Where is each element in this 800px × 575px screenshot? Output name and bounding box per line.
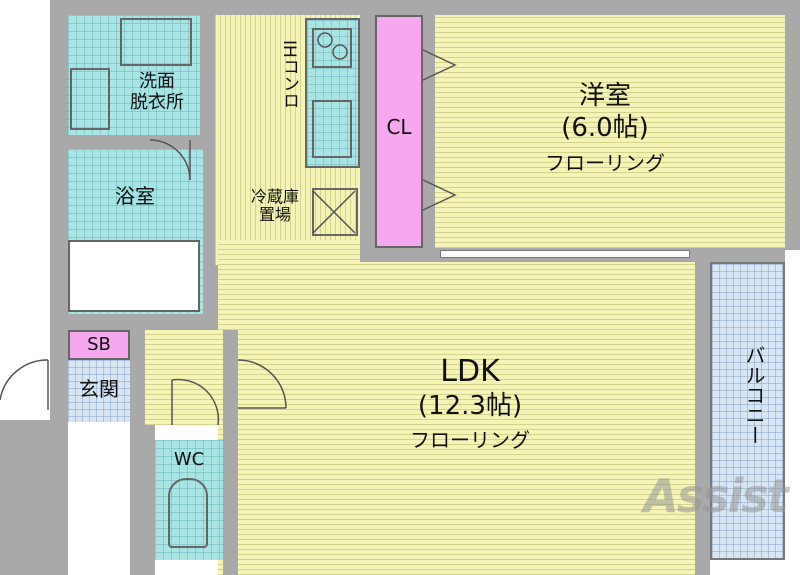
wall-wash-kitchen [200,15,215,135]
fridge-label: 冷蔵庫 置場 [240,187,310,225]
bathroom-label: 浴室 [115,184,155,208]
outer-wall-right [785,0,800,250]
entrance-label: 玄関 [79,377,119,401]
kitchen-counter [305,18,360,168]
bathtub [68,240,200,312]
toilet [155,440,223,560]
washroom-label: 洗面 脱衣所 [112,71,202,113]
fridge-label-line2: 置場 [258,205,291,225]
balcony-label: バルコニー [742,345,766,445]
balcony [710,262,785,560]
ldk-floor: フローリング [410,428,530,453]
assist-logo-text: Assist [643,469,788,523]
ldk-label: LDK (12.3帖) フローリング [350,354,590,453]
western-room-name: 洋室 [578,81,631,111]
ldk [218,262,695,575]
wall-bath-right [203,135,218,330]
western-room [435,15,785,248]
toilet-label: WC [173,449,205,470]
ldk-upper [218,240,360,270]
wall-balcony [695,262,710,575]
stove-label: IHコンロ [279,40,299,109]
wall-toilet-right [223,330,238,575]
toilet-bowl [168,478,208,548]
wall-bath-bottom [50,314,225,330]
outer-wall-top [50,0,730,15]
wall-toilet-left [130,425,155,575]
ldk-size: (12.3帖) [417,390,523,421]
fridge-space [312,188,358,236]
ldk-name: LDK [440,354,500,389]
fridge-label-line1: 冷蔵庫 [250,187,299,206]
wall-hall-left [130,330,145,425]
assist-logo: Assist [630,470,800,523]
washroom-label-line1: 洗面 [139,71,175,92]
washroom-label-line2: 脱衣所 [130,91,184,113]
western-room-label: 洋室 (6.0帖) フローリング [500,81,710,175]
stove [312,28,352,68]
western-room-size: (6.0帖) [561,112,649,143]
washroom [68,15,200,135]
western-room-floor: フローリング [545,150,665,175]
sink [312,100,352,158]
wall-entrance-left [0,420,68,575]
shoe-box-label: SB [87,334,111,355]
closet [375,15,423,248]
entrance [68,360,130,422]
washbasin [70,68,110,130]
closet-label: CL [386,115,412,139]
wall-closet-western [423,15,435,265]
shoe-box [68,330,130,360]
wall-kitchen-closet [360,15,375,265]
washing-machine-pan [120,18,192,66]
sliding-door-western [440,250,690,258]
hallway [130,330,225,425]
